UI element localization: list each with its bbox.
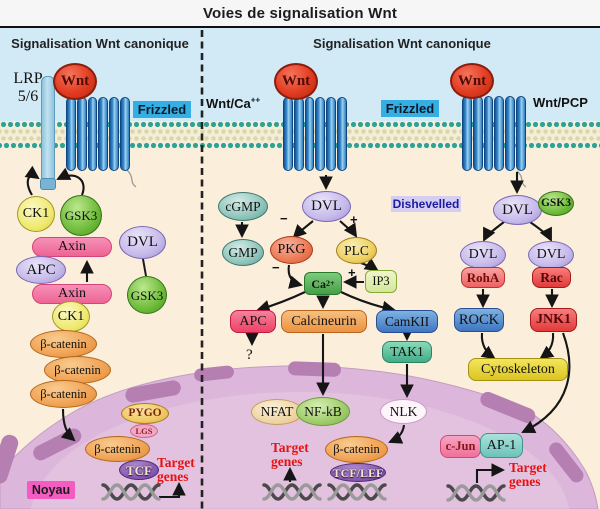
pkg-node: PKG (270, 236, 313, 264)
target-genes-label-left: Target genes (157, 455, 195, 484)
beta-catenin-node-3: β-catenin (30, 380, 97, 408)
target-genes-label-right: Target genes (509, 460, 547, 489)
rock-node: ROCK (454, 308, 504, 332)
gsk3-node-right: GSK3 (538, 191, 574, 216)
lgs-node: LGS (130, 424, 158, 438)
lrp-receptor-tip (40, 178, 56, 190)
diagram-title: Voies de signalisation Wnt (202, 4, 398, 22)
frizzled-receptor-right (462, 96, 526, 171)
tcf-lef-node: TCF/LEF (330, 463, 386, 482)
panel-title-left: Signalisation Wnt canonique (11, 36, 189, 51)
gsk3-node-upper: GSK3 (60, 195, 102, 236)
plc-node: PLC (336, 237, 377, 264)
beta-catenin-node-1: β-catenin (30, 330, 97, 358)
dishevelled-label: Dishevelled (391, 196, 461, 212)
activation-sign-ip3-ca: + (348, 265, 356, 280)
dvl-node-right-top: DVL (493, 195, 542, 225)
jnk1-node: JNK1 (530, 308, 577, 332)
cgmp-node: cGMP (218, 192, 268, 221)
camkii-node: CamKII (376, 310, 438, 333)
calcineurin-node: Calcineurin (281, 310, 367, 333)
ck1-node-upper: CK1 (17, 196, 55, 232)
wnt-ligand-middle: Wnt (274, 63, 318, 100)
ap1-node: AP-1 (480, 433, 523, 458)
ck1-node-lower: CK1 (52, 301, 90, 332)
wnt-pcp-pathway-label: Wnt/PCP (533, 95, 588, 110)
nfat-node: NFAT (251, 399, 303, 425)
dvl-node-left: DVL (119, 226, 166, 259)
ip3-node: IP3 (365, 270, 397, 293)
wnt-ligand-right: Wnt (450, 63, 494, 99)
c-jun-node: c-Jun (440, 435, 481, 458)
diagram-header: Voies de signalisation Wnt (0, 0, 600, 28)
nucleus-label: Noyau (27, 481, 75, 499)
unknown-effect-question-mark: ? (246, 347, 253, 363)
wnt-ligand-left: Wnt (53, 63, 97, 100)
beta-catenin-node-2: β-catenin (44, 356, 111, 384)
frizzled-receptor-left (66, 97, 130, 171)
pathway-arrows (24, 165, 571, 499)
rac-node: Rac (532, 267, 571, 288)
frizzled-receptor-middle (283, 97, 347, 171)
gsk3-node-lower: GSK3 (127, 276, 167, 314)
nlk-node: NLK (380, 399, 427, 424)
lrp-receptor-label: LRP 5/6 (13, 70, 43, 105)
apc-node-left: APC (16, 256, 66, 284)
wnt-ca-pathway-label: Wnt/Ca++ (206, 95, 261, 111)
roha-node: RohA (461, 267, 505, 288)
axin-node-upper: Axin (32, 237, 112, 257)
beta-catenin-node-nuclear: β-catenin (85, 436, 150, 462)
dvl-node-rac-branch: DVL (528, 241, 574, 269)
panel-title-right: Signalisation Wnt canonique (313, 36, 491, 51)
apc-node-middle: APC (230, 310, 276, 333)
frizzled-label-left: Frizzled (133, 101, 191, 118)
pygo-node: PYGO (121, 403, 169, 424)
beta-catenin-node-middle: β-catenin (325, 436, 388, 463)
frizzled-label-middle: Frizzled (381, 100, 439, 117)
target-genes-label-middle: Target genes (271, 440, 309, 469)
dvl-node-middle: DVL (302, 191, 351, 222)
tak1-node: TAK1 (382, 341, 432, 363)
inhibition-sign-pkg-ca: − (272, 260, 280, 275)
activation-sign-dvl-plc: + (350, 212, 358, 227)
tcf-node: TCF (119, 460, 159, 480)
cytoskeleton-node: Cytoskeleton (468, 358, 568, 381)
nfkb-node: NF-kB (296, 397, 350, 426)
gmp-node: GMP (222, 239, 264, 266)
dvl-node-roha-branch: DVL (460, 241, 506, 269)
inhibition-sign-dvl-pkg: − (280, 211, 288, 226)
